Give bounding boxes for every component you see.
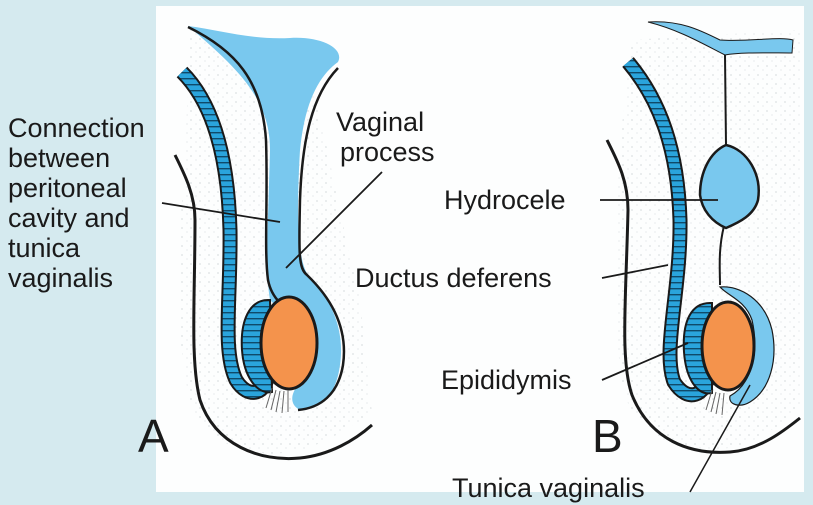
testis-a — [259, 295, 319, 391]
leader-epididymis — [601, 342, 689, 381]
leader-tunica-vaginalis — [689, 384, 751, 493]
leader-vaginal-process — [285, 171, 383, 269]
obliterated-process-b — [718, 54, 727, 286]
panel-a-drawing — [161, 25, 383, 461]
scrotal-wall-a — [173, 154, 373, 461]
label-vaginal-process-line: process — [340, 137, 435, 167]
leader-ductus-deferens — [601, 264, 669, 279]
label-hydrocele: Hydrocele — [444, 185, 566, 215]
label-connection-line: between — [8, 143, 111, 173]
label-vaginal-process: Vaginal process — [336, 107, 435, 167]
label-connection-line: peritoneal — [8, 173, 127, 203]
label-connection-line: vaginalis — [8, 263, 114, 293]
label-ductus-deferens: Ductus deferens — [355, 263, 552, 293]
label-epididymis: Epididymis — [441, 365, 572, 395]
testis-b — [700, 300, 756, 392]
scrotal-wall-b — [605, 139, 801, 454]
peritoneum-b — [647, 21, 794, 56]
vaginal-process-outline-left-a — [187, 25, 299, 317]
panel-b-drawing — [600, 21, 801, 493]
label-connection-line: Connection — [8, 113, 145, 143]
label-connection-line: cavity and — [8, 203, 130, 233]
vaginal-process-outline-right-a — [297, 67, 346, 412]
label-tunica-vaginalis: Tunica vaginalis — [452, 473, 645, 503]
panel-letter-b: B — [592, 410, 623, 462]
label-connection: Connection between peritoneal cavity and… — [8, 113, 145, 293]
hydrocele-sac — [698, 143, 760, 230]
label-vaginal-process-line: Vaginal — [336, 107, 425, 137]
tunica-vaginalis-sac — [718, 286, 775, 406]
gubernaculum-a — [265, 387, 289, 414]
panel-letter-a: A — [138, 410, 169, 462]
leader-connection — [161, 202, 281, 223]
label-connection-line: tunica — [8, 233, 81, 263]
gubernaculum-b — [705, 389, 725, 416]
